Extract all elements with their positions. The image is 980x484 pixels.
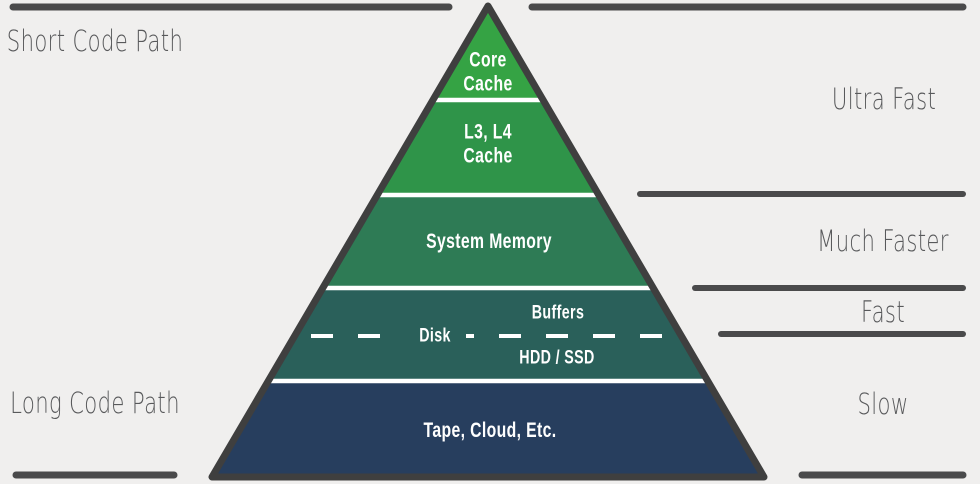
long-code-path-label: Long Code Path [10,386,180,420]
much-faster-label: Much Faster [817,224,949,258]
slow-label: Slow [857,387,909,421]
disk-label-backdrop [404,322,466,349]
fast-label: Fast [860,295,906,329]
pyramid-outline [208,2,768,481]
disk-label: Disk [419,325,451,347]
hdd-ssd-label: HDD / SSD [519,347,595,369]
core-cache-label: Core Cache [463,48,513,95]
system-memory-label: System Memory [426,230,552,254]
pyramid-level-tape-cloud [212,382,764,477]
l3-l4-cache-label: L3, L4 Cache [463,120,513,167]
short-code-path-label: Short Code Path [6,24,184,58]
pyramid-level-disk [212,288,764,383]
ultra-fast-label: Ultra Fast [831,82,937,116]
buffers-label: Buffers [531,302,585,324]
tape-cloud-label: Tape, Cloud, Etc. [423,419,557,443]
